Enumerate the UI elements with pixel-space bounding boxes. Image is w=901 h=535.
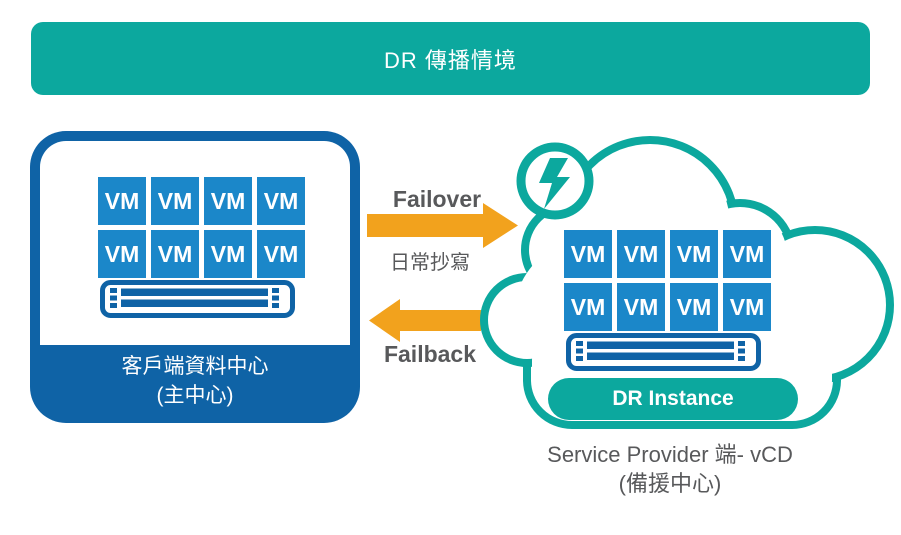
service-provider-caption-line2: (備援中心) (618, 471, 722, 496)
vm-tile: VM (98, 230, 146, 278)
vm-tile: VM (617, 283, 665, 331)
vm-tile: VM (98, 177, 146, 225)
header-banner: DR 傳播情境 (31, 22, 870, 95)
failback-label: Failback (383, 341, 477, 367)
vm-tile: VM (723, 283, 771, 331)
vm-tile: VM (670, 283, 718, 331)
lightning-bolt-icon (516, 142, 594, 220)
page-title: DR 傳播情境 (384, 47, 517, 73)
client-datacenter-label-line1: 客戶端資料中心 (121, 355, 269, 378)
client-datacenter-label: 客戶端資料中心 (主中心) (30, 345, 360, 417)
failover-label: Failover (392, 186, 482, 212)
server-rack-icon (566, 333, 761, 371)
vm-tile: VM (204, 230, 252, 278)
service-provider-caption-line1: Service Provider 端- vCD (547, 442, 793, 467)
server-rack-icon (100, 280, 295, 318)
dr-instance-badge: DR Instance (548, 378, 798, 420)
failback-arrow-left-icon (369, 299, 481, 342)
failover-arrow-right-icon (367, 203, 518, 248)
vm-tile: VM (617, 230, 665, 278)
service-provider-caption: Service Provider 端- vCD (備援中心) (465, 440, 875, 498)
vm-tile: VM (564, 283, 612, 331)
dr-vm-grid: VM VM VM VM VM VM VM VM (564, 230, 771, 331)
vm-tile: VM (723, 230, 771, 278)
vm-tile: VM (564, 230, 612, 278)
vm-tile: VM (257, 177, 305, 225)
vm-tile: VM (151, 177, 199, 225)
daily-replication-label: 日常抄寫 (390, 252, 470, 274)
vm-tile: VM (151, 230, 199, 278)
vm-tile: VM (670, 230, 718, 278)
client-vm-grid: VM VM VM VM VM VM VM VM (98, 177, 305, 278)
client-datacenter-label-line2: (主中心) (156, 384, 234, 407)
vm-tile: VM (257, 230, 305, 278)
vm-tile: VM (204, 177, 252, 225)
